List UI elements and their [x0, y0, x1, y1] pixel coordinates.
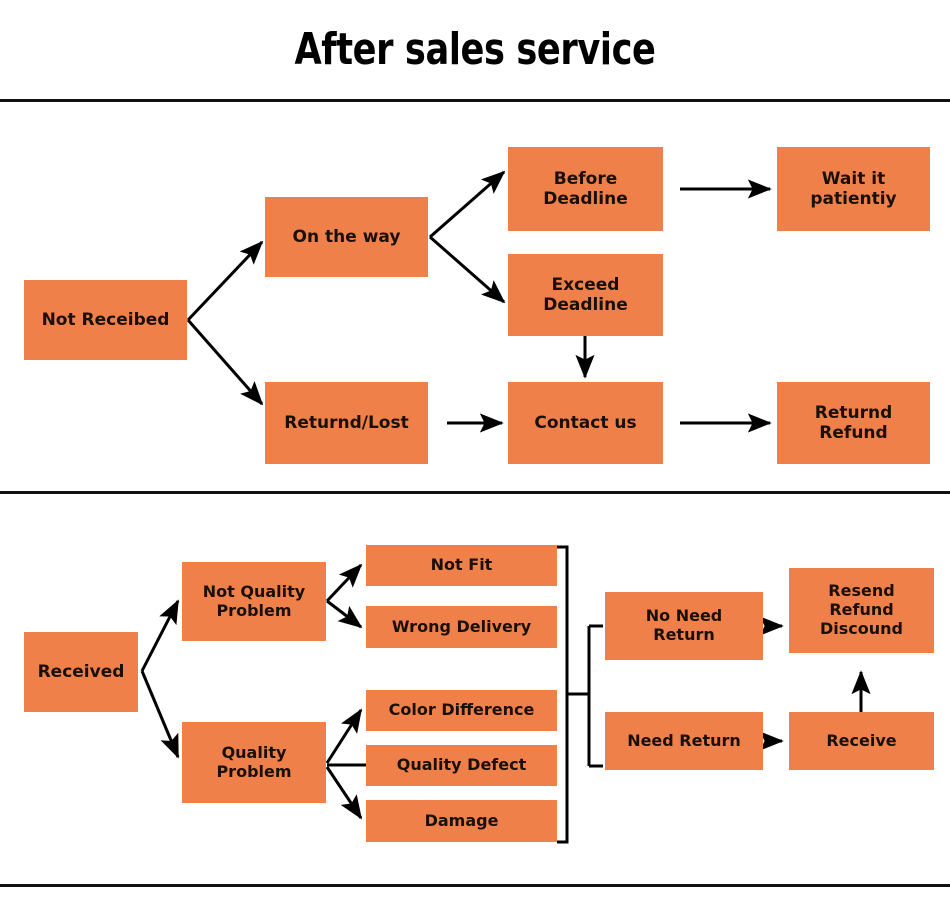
node-returned-lost[interactable]: Returnd/Lost	[265, 382, 428, 464]
node-received[interactable]: Received	[24, 632, 138, 712]
node-not-received[interactable]: Not Receibed	[24, 280, 187, 360]
node-not-quality-problem[interactable]: Not Quality Problem	[182, 562, 326, 641]
node-color-difference[interactable]: Color Difference	[366, 690, 557, 731]
divider-top	[0, 99, 950, 102]
node-before-deadline[interactable]: Before Deadline	[508, 147, 663, 231]
node-on-the-way[interactable]: On the way	[265, 197, 428, 277]
divider-bottom	[0, 884, 950, 887]
node-receive[interactable]: Receive	[789, 712, 934, 770]
node-exceed-deadline[interactable]: Exceed Deadline	[508, 254, 663, 336]
divider-middle	[0, 491, 950, 494]
node-damage[interactable]: Damage	[366, 800, 557, 842]
node-returnd-refund[interactable]: Returnd Refund	[777, 382, 930, 464]
node-not-fit[interactable]: Not Fit	[366, 545, 557, 586]
node-resend-refund-discount[interactable]: Resend Refund Discound	[789, 568, 934, 653]
node-contact-us[interactable]: Contact us	[508, 382, 663, 464]
node-need-return[interactable]: Need Return	[605, 712, 763, 770]
node-wait-it-patiently[interactable]: Wait it patientiy	[777, 147, 930, 231]
node-wrong-delivery[interactable]: Wrong Delivery	[366, 606, 557, 648]
node-quality-defect[interactable]: Quality Defect	[366, 745, 557, 786]
node-no-need-return[interactable]: No Need Return	[605, 592, 763, 660]
node-quality-problem[interactable]: Quality Problem	[182, 722, 326, 803]
page-title: After sales service	[294, 24, 656, 75]
